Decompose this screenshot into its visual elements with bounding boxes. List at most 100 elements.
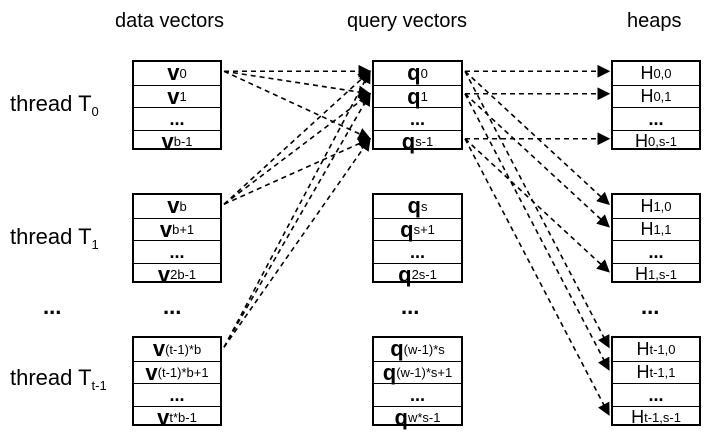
thread-label-2: thread Tt-1 (10, 365, 107, 394)
data-symbol: v (167, 60, 180, 86)
query-heap-arrow-4 (464, 93, 610, 228)
query-heap-arrow-8 (464, 138, 610, 416)
query-heap-arrow-7 (464, 93, 610, 371)
thread-label-0: thread T0 (10, 91, 99, 120)
data-query-arrow-1 (223, 70, 372, 99)
thread-ellipsis: ... (43, 294, 62, 319)
query-ellipsis: ... (401, 294, 420, 319)
data-query-arrow-8 (223, 137, 371, 348)
header-heaps: heaps (627, 10, 682, 32)
heaps-index: 1,0 (653, 198, 672, 214)
heaps-cell: ... (613, 107, 699, 131)
data-index: b-1 (173, 134, 193, 150)
data-index: (t-1)*b (165, 341, 202, 357)
data-symbol: v (145, 359, 158, 385)
query-cell: q(w-1)*s (374, 336, 461, 362)
data-cell: v(t-1)*b+1 (134, 359, 220, 385)
data-symbol: v (157, 261, 171, 287)
query-cell: q(w-1)*s+1 (374, 360, 461, 385)
data-cell: ... (134, 383, 220, 407)
query-index: (w-1)*s+1 (396, 365, 453, 381)
heaps-symbol: H (636, 362, 650, 383)
query-index: s-1 (415, 134, 434, 150)
query-symbol: q (398, 261, 412, 287)
data-query-arrow-4 (223, 92, 372, 205)
heaps-symbol: H (640, 195, 654, 216)
header-data-vectors: data vectors (115, 10, 224, 32)
data-index: 0 (179, 65, 187, 81)
query-index: 0 (420, 65, 428, 81)
data-index: 2b-1 (170, 267, 197, 283)
heaps-index: t-1,0 (649, 341, 676, 357)
header-query-vectors: query vectors (347, 10, 468, 32)
query-index: s+1 (413, 222, 435, 238)
query-symbol: q (407, 193, 421, 219)
query-symbol: q (394, 404, 408, 430)
query-cell: ... (374, 107, 461, 131)
data-symbol: v (161, 128, 174, 154)
data-symbol: v (167, 83, 180, 109)
heaps-symbol: H (631, 407, 645, 428)
data-query-arrow-2 (223, 70, 372, 140)
query-heap-arrow-6 (464, 70, 610, 349)
query-index: s (420, 198, 428, 214)
heaps-symbol: H (635, 264, 649, 285)
heaps-index: 0,1 (653, 89, 672, 105)
data-symbol: v (159, 216, 173, 242)
data-index: b+1 (172, 222, 195, 238)
data-cell: ... (134, 240, 220, 264)
query-symbol: q (400, 216, 414, 242)
query-symbol: q (401, 128, 416, 154)
data-ellipsis: ... (163, 294, 182, 319)
heaps-cell: ... (613, 240, 699, 264)
heaps-symbol: H (636, 338, 650, 359)
heap-ellipsis: ... (641, 294, 660, 319)
query-cell: ... (374, 383, 461, 407)
query-symbol: q (407, 60, 421, 86)
data-query-arrow-3 (223, 70, 371, 205)
query-symbol: q (407, 83, 421, 109)
heaps-symbol: H (635, 131, 649, 152)
heaps-symbol: H (640, 86, 654, 107)
data-symbol: v (152, 336, 166, 362)
data-query-arrow-7 (223, 92, 371, 348)
heaps-cell: ... (613, 383, 699, 407)
data-symbol: v (157, 404, 170, 430)
query-index: 2s-1 (411, 267, 437, 283)
heaps-index: t-1,1 (649, 365, 676, 381)
query-symbol: q (390, 336, 404, 362)
query-heap-arrow-3 (464, 70, 610, 206)
heaps-index: 1,s-1 (648, 267, 677, 283)
query-index: (w-1)*s (403, 341, 445, 357)
query-index: 1 (420, 89, 428, 105)
heaps-index: 0,0 (653, 65, 672, 81)
data-query-arrow-6 (223, 70, 371, 348)
